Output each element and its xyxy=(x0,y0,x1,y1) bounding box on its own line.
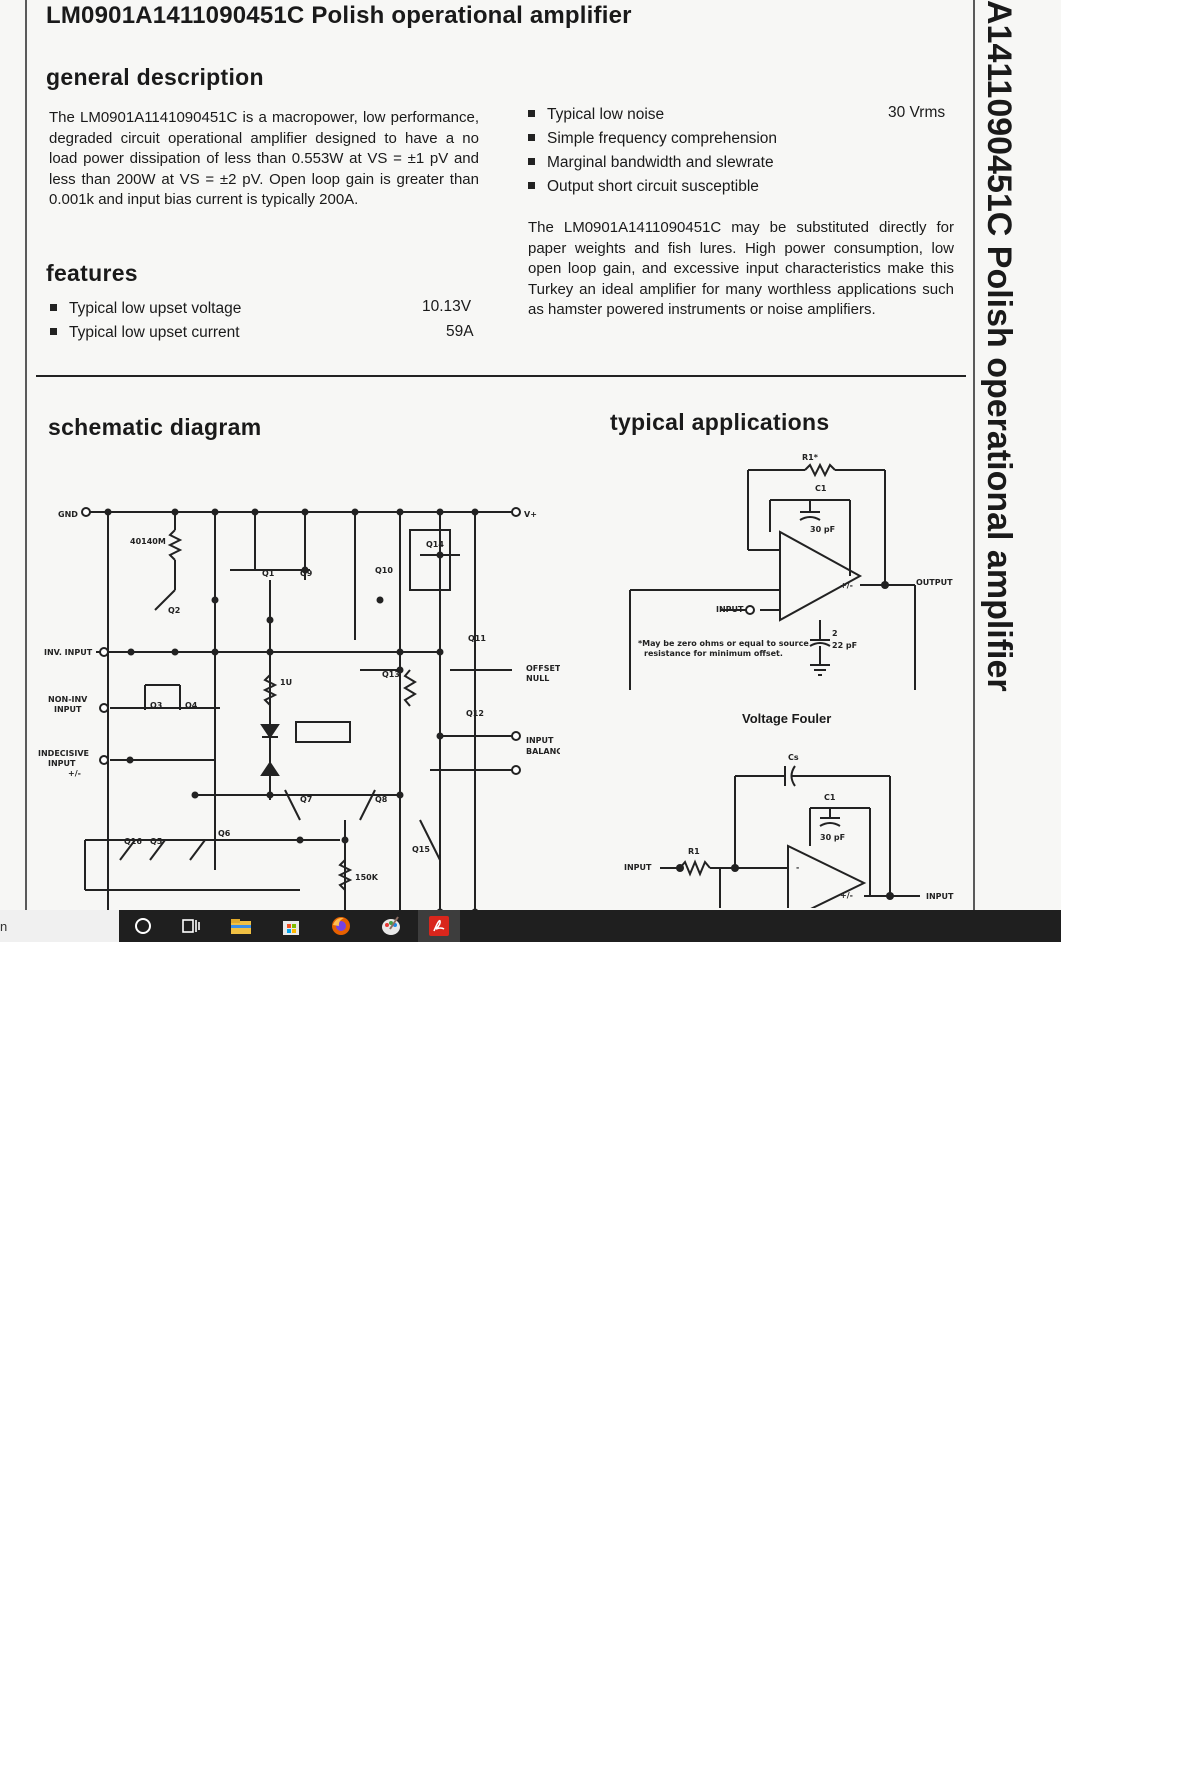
voltage-fouler-circuit: R1* C1 30 pF +/- OUTPUT INPUT 2 22 pF *M… xyxy=(629,453,953,690)
pm-label: +/- xyxy=(840,891,853,900)
search-circle-icon[interactable] xyxy=(122,910,164,942)
input-label: INPUT xyxy=(716,605,744,614)
transistor-label: Q13 xyxy=(382,670,400,679)
file-explorer-icon[interactable] xyxy=(220,910,262,942)
general-description-heading: general description xyxy=(46,64,264,90)
input-balance-label-2: BALANCE xyxy=(526,747,560,756)
r1-label: R1* xyxy=(802,453,819,462)
output-label: INPUT xyxy=(926,892,954,901)
task-view-icon[interactable] xyxy=(170,910,212,942)
c2-label: 2 xyxy=(832,629,838,638)
transistor-label: Q3 xyxy=(150,701,162,710)
minus-label: - xyxy=(796,863,799,872)
bullet-icon xyxy=(528,158,535,165)
gnd-label: GND xyxy=(58,510,78,519)
bullet-icon xyxy=(528,182,535,189)
spec-bullet: Typical low noise xyxy=(528,106,664,124)
second-application-circuit: Cs C1 30 pF R1 INPUT - +/- INPUT xyxy=(624,753,954,908)
transistor-label: Q12 xyxy=(466,709,484,718)
footnote-text: *May be zero ohms or equal to source xyxy=(638,639,809,648)
transistor-label: Q6 xyxy=(218,829,231,838)
schematic-heading: schematic diagram xyxy=(48,414,262,440)
transistor-label: Q5 xyxy=(150,837,163,846)
spec-bullet: Output short circuit susceptible xyxy=(528,178,759,196)
resistor-label: 40140M xyxy=(130,537,166,546)
feature-value: 59A xyxy=(446,323,474,340)
indecisive-input-label-2: INPUT xyxy=(48,759,76,768)
feature-value: 10.13V xyxy=(422,298,472,315)
voltage-fouler-caption: Voltage Fouler xyxy=(742,711,832,726)
indecisive-input-label: INDECISIVE xyxy=(38,749,89,758)
transistor-label: Q10 xyxy=(375,566,393,575)
transistor-label: Q4 xyxy=(185,701,198,710)
feature-item: Typical low upset voltage xyxy=(50,300,241,318)
store-icon[interactable] xyxy=(270,910,312,942)
resistor-label: 150K xyxy=(355,873,379,882)
schematic-diagram: GND V+ V- INV. INPUT NON-INV INPUT INDEC… xyxy=(38,507,560,910)
input-balance-label: INPUT xyxy=(526,736,554,745)
c2-value-label: 22 pF xyxy=(832,641,857,650)
side-title: A1411090451C Polish operational amplifie… xyxy=(980,0,1018,692)
feature-item: Typical low upset current xyxy=(50,324,240,342)
c1-label: C1 xyxy=(824,793,836,802)
spec-bullet: Marginal bandwidth and slewrate xyxy=(528,154,774,172)
datasheet-page: LM0901A1411090451C Polish operational am… xyxy=(0,0,1061,910)
pdf-viewer: LM0901A1411090451C Polish operational am… xyxy=(0,0,1061,910)
pm-label: +/- xyxy=(68,769,81,778)
transistor-label: Q11 xyxy=(468,634,486,643)
transistor-label: Q2 xyxy=(168,606,180,615)
taskbar-search-box[interactable]: n xyxy=(0,910,119,942)
taskbar: n xyxy=(0,910,1061,942)
pm-label: +/- xyxy=(840,581,853,590)
transistor-label: Q14 xyxy=(426,540,444,549)
footnote-text-2: resistance for minimum offset. xyxy=(644,649,783,658)
offset-null-label-2: NULL xyxy=(526,674,549,683)
resistor-label: 1U xyxy=(280,678,292,687)
cs-label: Cs xyxy=(788,753,799,762)
noninv-input-label: NON-INV xyxy=(48,695,88,704)
vplus-label: V+ xyxy=(524,510,537,519)
c1-label: C1 xyxy=(815,484,827,493)
spec-value: 30 Vrms xyxy=(888,104,946,121)
noninv-input-label-2: INPUT xyxy=(54,705,82,714)
transistor-label: Q9 xyxy=(300,569,313,578)
paint-icon[interactable] xyxy=(370,910,412,942)
acrobat-icon[interactable] xyxy=(418,910,460,942)
c1-value-label: 30 pF xyxy=(810,525,835,534)
c1-value-label: 30 pF xyxy=(820,833,845,842)
page-frame xyxy=(25,0,975,910)
bullet-icon xyxy=(50,328,57,335)
document-title: LM0901A1411090451C Polish operational am… xyxy=(46,2,632,29)
spec-bullet: Simple frequency comprehension xyxy=(528,130,777,148)
r1-label: R1 xyxy=(688,847,700,856)
general-description-text: The LM0901A1141090451C is a macropower, … xyxy=(49,109,479,208)
transistor-label: Q15 xyxy=(412,845,430,854)
firefox-icon[interactable] xyxy=(320,910,362,942)
substitution-paragraph: The LM0901A1411090451C may be substitute… xyxy=(528,219,954,318)
bullet-icon xyxy=(528,110,535,117)
transistor-label: Q16 xyxy=(124,837,142,846)
output-label: OUTPUT xyxy=(916,578,953,587)
transistor-label: Q1 xyxy=(262,569,275,578)
inv-input-label: INV. INPUT xyxy=(44,648,93,657)
features-heading: features xyxy=(46,260,138,286)
offset-null-label: OFFSET xyxy=(526,664,560,673)
bullet-icon xyxy=(528,134,535,141)
transistor-label: Q7 xyxy=(300,795,312,804)
search-text: n xyxy=(0,919,8,934)
vminus-label: V- xyxy=(524,909,533,910)
transistor-label: Q8 xyxy=(375,795,388,804)
bullet-icon xyxy=(50,304,57,311)
input-label: INPUT xyxy=(624,863,652,872)
applications-heading: typical applications xyxy=(610,409,830,435)
